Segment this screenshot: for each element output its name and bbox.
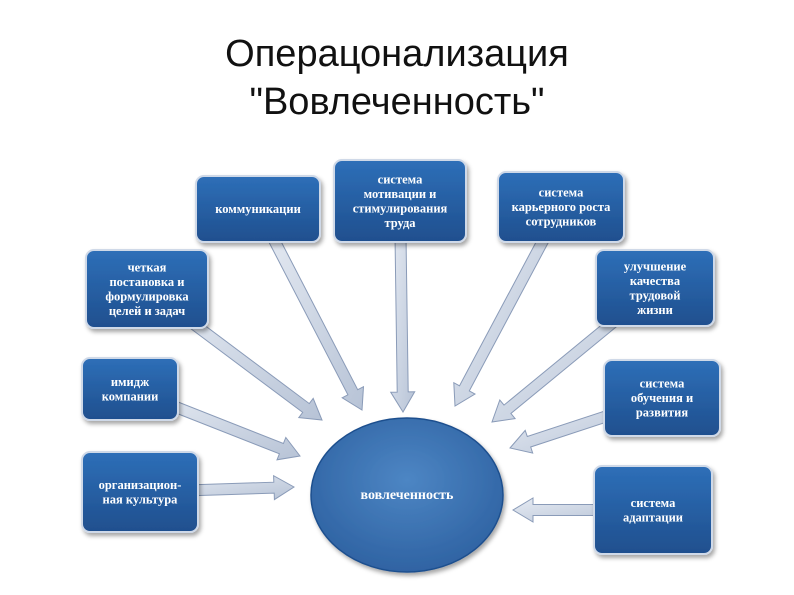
node-box-goals — [85, 249, 209, 329]
node-label-worklife: улучшение — [624, 259, 687, 273]
center-node: вовлеченность — [310, 417, 504, 573]
node-label-worklife: жизни — [637, 303, 673, 317]
node-label-goals: четкая — [128, 260, 167, 274]
node-label-goals: целей и задач — [109, 304, 185, 318]
title-line-2: "Вовлеченность" — [249, 81, 545, 123]
node-box-adaptation — [593, 465, 713, 555]
node-label-motivation: система — [378, 172, 423, 186]
node-label-worklife: качества — [630, 274, 681, 288]
node-label-adaptation: система — [631, 496, 676, 510]
node-label-motivation: труда — [384, 216, 416, 230]
center-label: вовлеченность — [361, 488, 455, 503]
node-box-culture — [81, 451, 199, 533]
node-label-career: карьерного роста — [512, 200, 612, 214]
node-label-image: имидж — [111, 375, 150, 389]
node-label-motivation: мотивации и — [364, 187, 437, 201]
center-ellipse — [310, 417, 504, 573]
title-line-1: Операцонализация — [225, 33, 569, 75]
node-label-training: система — [640, 377, 685, 391]
arrow-career — [453, 221, 558, 407]
node-culture: организацион-ная культура — [81, 451, 199, 533]
node-label-culture: ная культура — [103, 492, 179, 506]
node-label-career: сотрудников — [526, 215, 597, 229]
node-label-communications: коммуникации — [215, 202, 301, 216]
node-label-career: система — [539, 186, 584, 200]
node-label-goals: формулировка — [105, 289, 189, 303]
node-label-training: развития — [636, 406, 689, 420]
arrow-communications — [261, 223, 365, 411]
node-communications: коммуникации — [195, 175, 321, 243]
node-box-image — [81, 357, 179, 421]
node-label-culture: организацион- — [99, 478, 182, 492]
node-label-motivation: стимулирования — [353, 201, 448, 215]
node-box-training — [603, 359, 721, 437]
node-label-goals: постановка и — [109, 275, 184, 289]
slide-title: Операцонализация "Вовлеченность" — [0, 30, 794, 126]
node-box-worklife — [595, 249, 715, 327]
node-box-motivation — [333, 159, 467, 243]
node-label-image: компании — [102, 389, 159, 403]
node-label-training: обучения и — [631, 391, 693, 405]
node-label-adaptation: адаптации — [623, 510, 683, 524]
arrow-motivation — [389, 220, 416, 413]
node-box-career — [497, 171, 625, 243]
node-box-communications — [195, 175, 321, 243]
node-label-worklife: трудовой — [630, 288, 681, 302]
